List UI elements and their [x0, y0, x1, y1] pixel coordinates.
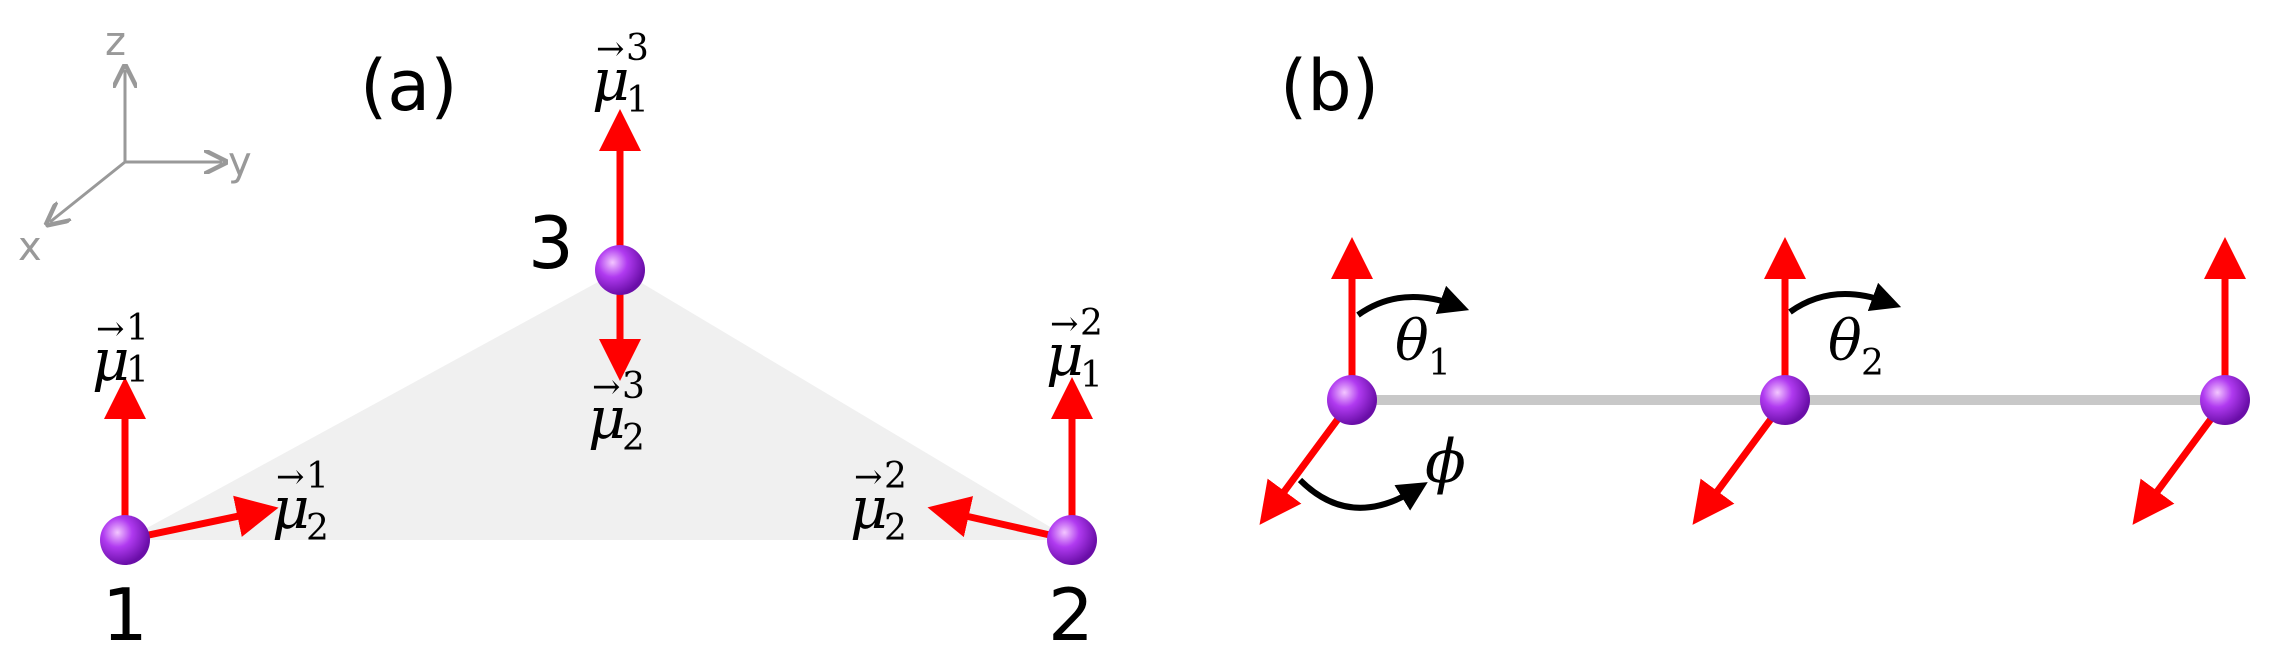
mu-symbol: μ — [592, 46, 630, 114]
mu1-2-label: μ → 2 1 — [1046, 303, 1103, 396]
superscript: 1 — [306, 456, 329, 497]
atom-1 — [100, 515, 150, 565]
mu-symbol: μ — [92, 326, 130, 394]
subscript: 1 — [1080, 355, 1103, 396]
site-2-atom — [1760, 375, 1810, 425]
triangle-plane — [125, 270, 1072, 540]
subscript: 1 — [626, 80, 649, 121]
superscript: 1 — [126, 308, 149, 349]
subscript: 2 — [306, 508, 329, 549]
theta2-label: θ 2 — [1828, 309, 1884, 384]
z-axis-label: z — [105, 19, 126, 65]
atom-3 — [595, 245, 645, 295]
vector-arrow-icon: → — [596, 29, 625, 69]
panel-a-label: (a) — [360, 45, 458, 127]
x-axis-label: x — [18, 224, 42, 270]
panel-b-label: (b) — [1280, 45, 1379, 127]
phi-curve — [1297, 477, 1428, 511]
theta1-curve — [1356, 285, 1470, 318]
panel-a: (a) 1 2 3 μ → 1 1 μ → 1 2 μ — [92, 28, 1103, 649]
mu-symbol: μ — [1046, 321, 1084, 389]
vector-arrow-icon: → — [1050, 304, 1079, 344]
vector-arrow-icon: → — [592, 367, 621, 407]
subscript: 2 — [622, 418, 645, 459]
site-1-atom — [1327, 375, 1377, 425]
theta2-curve — [1788, 282, 1902, 315]
subscript: 2 — [884, 508, 907, 549]
x-axis — [50, 160, 126, 222]
mu-symbol: μ — [588, 384, 626, 452]
vector-arrow-icon: → — [854, 457, 883, 497]
mu1-1-label: μ → 1 1 — [92, 308, 149, 394]
subscript: 2 — [1861, 343, 1884, 384]
atom-2-label: 2 — [1048, 573, 1094, 649]
panel-b: (b) θ 1 θ 2 ϕ — [1259, 45, 2250, 525]
phi-label: ϕ — [1425, 427, 1466, 497]
superscript: 3 — [622, 366, 645, 407]
mu2-3-label: μ → 3 2 — [588, 366, 645, 459]
mu1-3-label: μ → 3 1 — [592, 28, 649, 121]
superscript: 2 — [1080, 303, 1103, 344]
subscript: 1 — [126, 350, 149, 391]
subscript: 1 — [1428, 343, 1451, 384]
theta-symbol: θ — [1395, 309, 1429, 374]
theta-symbol: θ — [1828, 309, 1862, 374]
superscript: 2 — [884, 456, 907, 497]
mu2-2-label: μ → 2 2 — [850, 456, 907, 549]
superscript: 3 — [626, 28, 649, 69]
mu-symbol: μ — [850, 474, 888, 542]
atom-3-label: 3 — [528, 201, 574, 285]
mu-symbol: μ — [272, 474, 310, 542]
vector-arrow-icon: → — [276, 457, 305, 497]
axes-triad: z y x — [18, 19, 252, 270]
vector-arrow-icon: → — [96, 309, 125, 349]
mu2-1-label: μ → 1 2 — [272, 456, 329, 549]
theta1-label: θ 1 — [1395, 309, 1451, 384]
site-3-atom — [2200, 375, 2250, 425]
atom-1-label: 1 — [102, 573, 148, 649]
atom-2 — [1047, 515, 1097, 565]
y-axis-label: y — [228, 139, 252, 185]
